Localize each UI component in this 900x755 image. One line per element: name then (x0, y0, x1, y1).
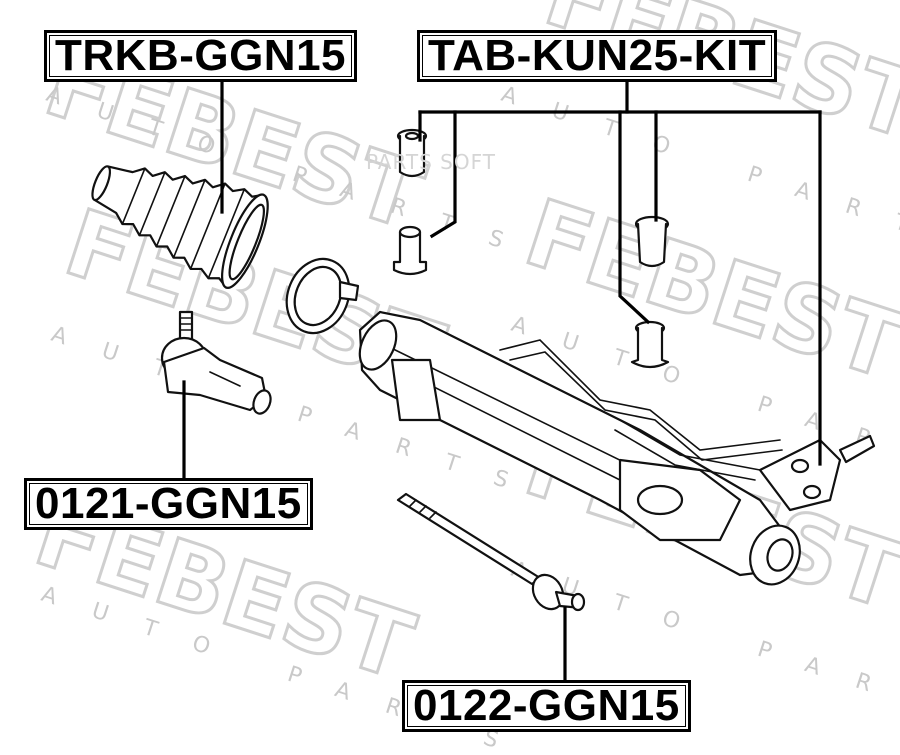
bushing-part-3 (634, 215, 670, 268)
bushing-part-2 (392, 225, 428, 276)
part-label-tie-rod: 0122-GGN15 (402, 680, 691, 732)
leader-lines (182, 78, 822, 682)
steering-rack-housing-part (358, 310, 876, 586)
tie-rod-end-part (160, 310, 272, 415)
part-label-tie-rod-end: 0121-GGN15 (24, 478, 313, 530)
inner-tie-rod-part (396, 492, 586, 612)
boot-clamp-part (285, 257, 360, 335)
part-label-bushing-kit: TAB-KUN25-KIT (417, 30, 778, 82)
bushing-part-4 (630, 320, 670, 369)
part-label-boot: TRKB-GGN15 (44, 30, 358, 82)
watermark-site: PARTS SOFT (366, 150, 496, 174)
